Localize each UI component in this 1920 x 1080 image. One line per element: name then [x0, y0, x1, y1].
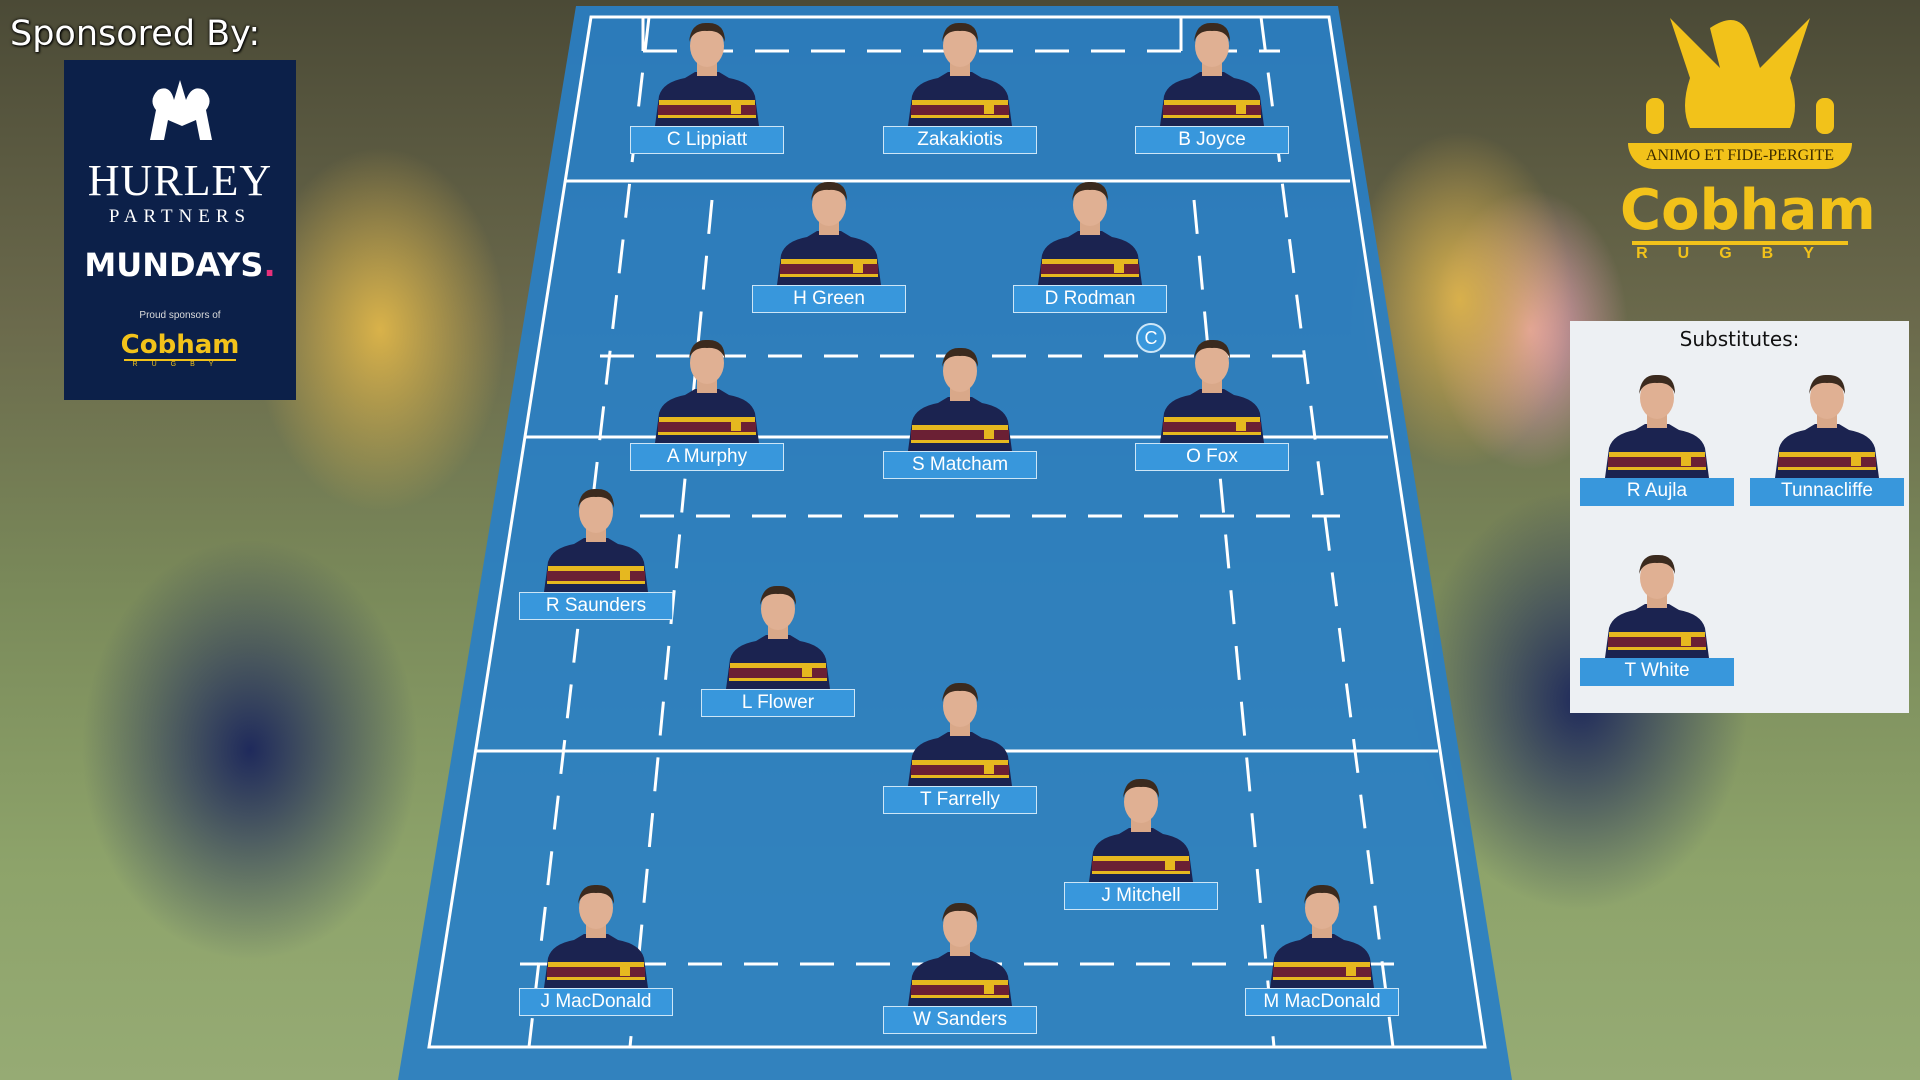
player-card[interactable]: A Murphy — [630, 443, 784, 471]
player-name: D Rodman — [1013, 285, 1167, 313]
player-card[interactable]: D Rodman — [1013, 285, 1167, 313]
captain-badge: C — [1136, 323, 1166, 353]
player-name: T Farrelly — [883, 786, 1037, 814]
substitute-card[interactable]: Tunnacliffe — [1750, 478, 1904, 506]
proud-sponsors-text: Proud sponsors of — [139, 310, 221, 321]
player-card[interactable]: O Fox — [1135, 443, 1289, 471]
winged-lion-icon — [1646, 18, 1834, 134]
player-photo — [1154, 333, 1270, 443]
pitch-boundary — [427, 15, 1487, 1049]
griffin-logo-icon — [150, 80, 212, 140]
player-name: S Matcham — [883, 451, 1037, 479]
sponsored-by-title: Sponsored By: — [10, 14, 261, 54]
player-photo — [902, 676, 1018, 786]
player-photo — [720, 579, 836, 689]
player-photo — [1083, 772, 1199, 882]
substitutes-title: Substitutes: — [1679, 327, 1800, 351]
player-card[interactable]: L Flower — [701, 689, 855, 717]
player-name: C Lippiatt — [630, 126, 784, 154]
player-card[interactable]: C Lippiatt — [630, 126, 784, 154]
player-card[interactable]: Zakakiotis — [883, 126, 1037, 154]
player-name: R Aujla — [1580, 478, 1734, 506]
player-photo — [1264, 878, 1380, 988]
player-name: J MacDonald — [519, 988, 673, 1016]
player-photo — [902, 16, 1018, 126]
player-card[interactable]: J Mitchell — [1064, 882, 1218, 910]
player-name: A Murphy — [630, 443, 784, 471]
player-card[interactable]: M MacDonald — [1245, 988, 1399, 1016]
substitute-card[interactable]: T White — [1580, 658, 1734, 686]
cobham-small-rugby-text: RUGBY — [124, 359, 236, 368]
player-photo — [1032, 175, 1148, 285]
player-card[interactable]: R Saunders — [519, 592, 673, 620]
player-name: Tunnacliffe — [1750, 478, 1904, 506]
player-name: O Fox — [1135, 443, 1289, 471]
player-card[interactable]: B Joyce — [1135, 126, 1289, 154]
player-photo — [771, 175, 887, 285]
cobham-small-logo-text: Cobham — [120, 330, 240, 360]
player-photo — [902, 341, 1018, 451]
player-name: H Green — [752, 285, 906, 313]
player-photo — [538, 878, 654, 988]
club-name: Cobham — [1620, 178, 1876, 243]
sponsor-panel: HURLEY PARTNERS MUNDAYS. Proud sponsors … — [64, 60, 296, 400]
player-name: W Sanders — [883, 1006, 1037, 1034]
partners-logo-text: PARTNERS — [108, 206, 252, 227]
player-name: B Joyce — [1135, 126, 1289, 154]
player-photo — [1769, 368, 1885, 478]
player-card[interactable]: W Sanders — [883, 1006, 1037, 1034]
club-motto: ANIMO ET FIDE-PERGITE — [1628, 143, 1852, 169]
player-name: J Mitchell — [1064, 882, 1218, 910]
player-name: R Saunders — [519, 592, 673, 620]
player-photo — [902, 896, 1018, 1006]
player-name: Zakakiotis — [883, 126, 1037, 154]
mundays-logo-text: MUNDAYS — [84, 246, 264, 284]
pitch-surface — [398, 6, 1512, 1080]
player-photo — [649, 333, 765, 443]
player-name: M MacDonald — [1245, 988, 1399, 1016]
club-subtitle: RUGBY — [1632, 241, 1848, 263]
player-card[interactable]: T Farrelly — [883, 786, 1037, 814]
player-name: L Flower — [701, 689, 855, 717]
player-name: T White — [1580, 658, 1734, 686]
player-card[interactable]: J MacDonald — [519, 988, 673, 1016]
player-card[interactable]: S Matcham — [883, 451, 1037, 479]
mundays-logo: MUNDAYS. — [64, 246, 296, 284]
player-card[interactable]: H Green — [752, 285, 906, 313]
player-photo — [649, 16, 765, 126]
player-photo — [1154, 16, 1270, 126]
cobham-rugby-crest: ANIMO ET FIDE-PERGITE Cobham RUGBY — [1620, 8, 1876, 298]
player-photo — [1599, 548, 1715, 658]
player-photo — [1599, 368, 1715, 478]
player-photo — [538, 482, 654, 592]
hurley-logo-text: HURLEY — [87, 156, 273, 205]
substitute-card[interactable]: R Aujla — [1580, 478, 1734, 506]
mundays-dot: . — [263, 246, 276, 284]
